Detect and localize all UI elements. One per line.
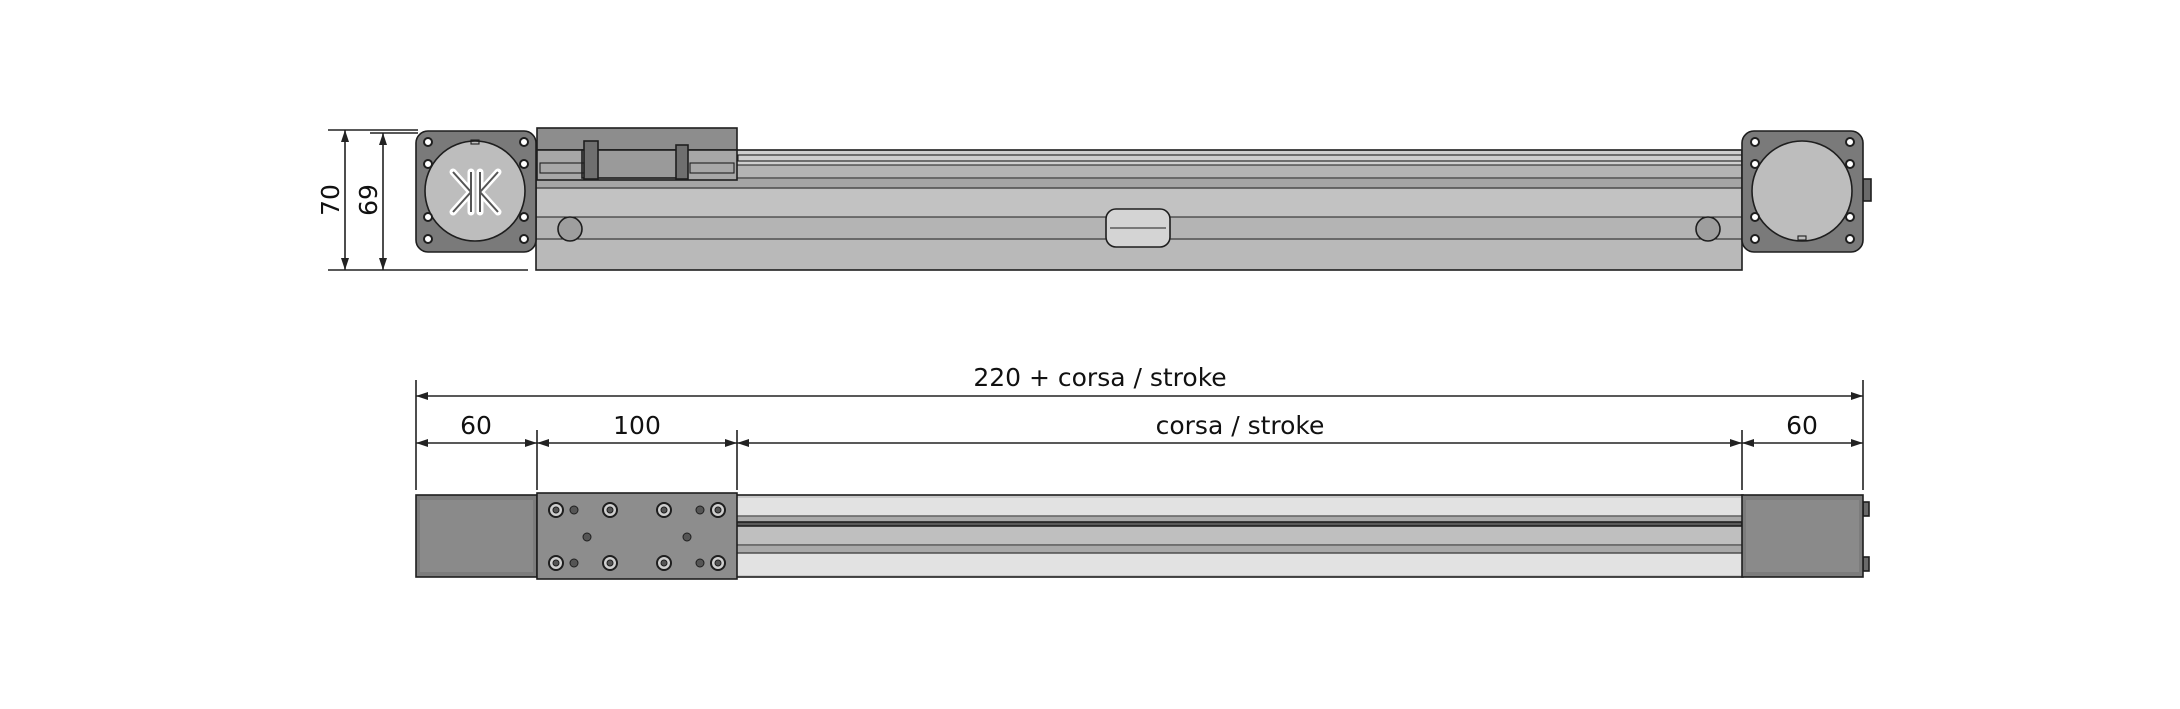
top-view xyxy=(415,492,1870,580)
carriage-mounting-holes xyxy=(548,502,726,571)
right-end-label: 60 xyxy=(1786,411,1818,440)
right-end-plate-screws xyxy=(1750,137,1855,244)
height-label-69: 69 xyxy=(354,184,383,216)
height-dimension-69: 69 xyxy=(354,132,418,270)
carriage-top xyxy=(536,492,738,580)
profile-front xyxy=(535,149,1743,271)
length-dimensions: 220 + corsa / stroke 60 100 corsa / stro… xyxy=(415,363,1864,490)
front-view: 70 69 xyxy=(316,127,1872,271)
right-end-plate xyxy=(1741,130,1872,253)
height-dimension-70: 70 xyxy=(316,129,528,271)
overall-length-label: 220 + corsa / stroke xyxy=(973,363,1226,392)
stroke-dimension: corsa / stroke xyxy=(737,411,1742,447)
right-end-dimension: 60 xyxy=(1742,411,1863,447)
carriage-dimension: 100 xyxy=(537,411,737,447)
kk-logo-icon xyxy=(449,168,502,216)
profile-top xyxy=(536,494,1744,578)
stroke-label: corsa / stroke xyxy=(1156,411,1325,440)
overall-length-dimension: 220 + corsa / stroke xyxy=(416,363,1863,400)
carriage-front xyxy=(536,127,738,181)
left-end-plate-screws xyxy=(423,137,529,244)
left-end-dimension: 60 xyxy=(416,411,537,447)
left-end-plate xyxy=(415,130,537,253)
right-end-cap-top xyxy=(1741,494,1870,578)
left-end-label: 60 xyxy=(460,411,492,440)
carriage-label: 100 xyxy=(613,411,661,440)
height-label-70: 70 xyxy=(316,184,345,216)
left-end-cap-top xyxy=(415,494,538,578)
